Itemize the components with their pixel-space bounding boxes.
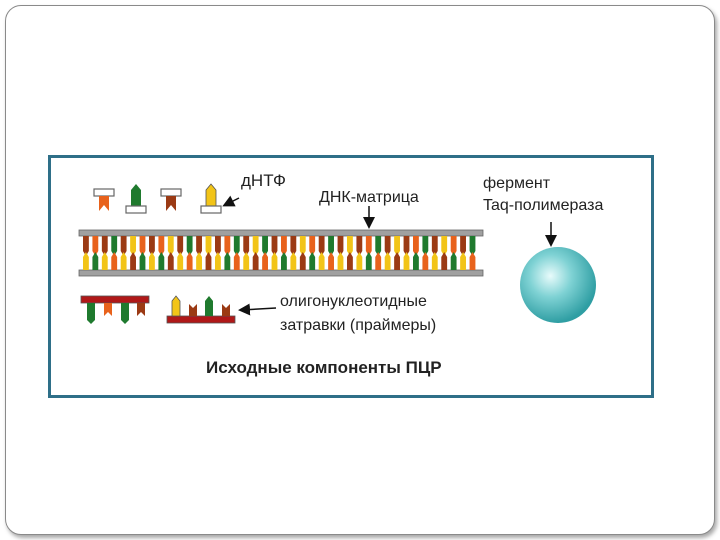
base-pair-bottom	[140, 252, 146, 270]
base-pair-bottom	[451, 252, 457, 270]
base-pair-bottom	[413, 252, 419, 270]
nucleotide-icon	[126, 184, 146, 213]
base-pair-bottom	[121, 252, 127, 270]
enzyme-label-line1: фермент	[483, 175, 551, 192]
base-pair-bottom	[130, 252, 136, 270]
pcr-figure: дНТФ ДНК-матрица фермент Taq-полимераза …	[48, 155, 654, 398]
base-pair-bottom	[92, 252, 98, 270]
base-pair-bottom	[300, 252, 306, 270]
base-pair-bottom	[347, 252, 353, 270]
pcr-diagram: дНТФ ДНК-матрица фермент Taq-полимераза …	[51, 158, 651, 395]
base-pair-bottom	[224, 252, 230, 270]
dntp-label: дНТФ	[241, 171, 286, 190]
base-pair-bottom	[196, 252, 202, 270]
template-label: ДНК-матрица	[319, 189, 419, 206]
free-dntps	[94, 184, 221, 213]
base-pair-bottom	[253, 252, 259, 270]
base-pair-bottom	[460, 252, 466, 270]
base-pair-bottom	[375, 252, 381, 270]
base-pair-bottom	[187, 252, 193, 270]
base-pair-bottom	[111, 252, 117, 270]
nucleotide-icon	[161, 189, 181, 211]
nucleotide-icon	[94, 189, 114, 211]
base-pair-bottom	[158, 252, 164, 270]
base-pair-bottom	[356, 252, 362, 270]
base-pair-bottom	[281, 252, 287, 270]
primer-left	[81, 296, 149, 324]
figure-caption: Исходные компоненты ПЦР	[206, 358, 442, 377]
base-pair-bottom	[394, 252, 400, 270]
base-pair-bottom	[177, 252, 183, 270]
base-pair-bottom	[83, 252, 89, 270]
arrow-icon	[241, 308, 276, 310]
nucleotide-icon	[201, 184, 221, 213]
base-pair-bottom	[215, 252, 221, 270]
arrow-icon	[225, 198, 239, 205]
enzyme-sphere-icon	[520, 247, 596, 323]
base-pair-bottom	[366, 252, 372, 270]
base-pair-bottom	[422, 252, 428, 270]
primer-right	[167, 296, 235, 323]
base-pair-bottom	[385, 252, 391, 270]
slide-frame: дНТФ ДНК-матрица фермент Taq-полимераза …	[5, 5, 715, 535]
base-pair-bottom	[432, 252, 438, 270]
base-pair-bottom	[272, 252, 278, 270]
base-pair-bottom	[243, 252, 249, 270]
primers-label-line2: затравки (праймеры)	[280, 317, 436, 334]
base-pair-bottom	[206, 252, 212, 270]
primers-label-line1: олигонуклеотидные	[280, 293, 427, 310]
dna-template	[79, 230, 483, 276]
base-pair-bottom	[470, 252, 476, 270]
base-pair-bottom	[102, 252, 108, 270]
dna-strand-top	[79, 230, 483, 236]
base-pair-bottom	[262, 252, 268, 270]
enzyme-label-line2: Taq-полимераза	[483, 197, 603, 214]
base-pair-bottom	[441, 252, 447, 270]
base-pair-bottom	[309, 252, 315, 270]
base-pair-bottom	[328, 252, 334, 270]
base-pair-bottom	[404, 252, 410, 270]
base-pair-bottom	[290, 252, 296, 270]
base-pair-bottom	[338, 252, 344, 270]
dna-strand-bottom	[79, 270, 483, 276]
base-pair-bottom	[149, 252, 155, 270]
base-pair-bottom	[168, 252, 174, 270]
base-pair-bottom	[319, 252, 325, 270]
base-pair-bottom	[234, 252, 240, 270]
